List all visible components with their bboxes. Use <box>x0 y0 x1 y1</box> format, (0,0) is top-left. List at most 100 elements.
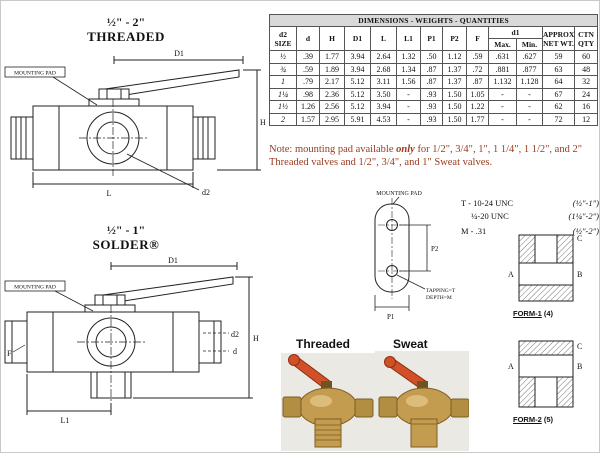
p2-label: P2 <box>431 245 439 253</box>
form2-horizontal-passage <box>518 354 574 378</box>
col-subheader-min: Min. <box>516 38 543 51</box>
table-cell: 1.37 <box>442 75 467 89</box>
spec-label: ¼-20 UNC <box>471 211 509 221</box>
col-header-f: F <box>466 26 489 51</box>
table-cell: 1 <box>269 75 297 89</box>
col-header-p2: P2 <box>442 26 467 51</box>
col-header-l1: L1 <box>396 26 421 51</box>
col-subheader-max: Max. <box>488 38 517 51</box>
tapping-label-line1: TAPPING=T <box>426 288 456 294</box>
p1-dimension-line <box>374 295 410 311</box>
table-cell: 60 <box>573 50 599 64</box>
spec-label: T - 10-24 UNC <box>461 198 514 208</box>
form1-qty: (4) <box>543 309 554 318</box>
table-cell: .87 <box>466 75 489 89</box>
threaded-valve-drawing: D1 <box>4 49 266 198</box>
table-cell: .87 <box>420 75 443 89</box>
threaded-valve-photo <box>281 353 375 451</box>
table-cell: 16 <box>573 100 599 114</box>
table-cell: - <box>488 100 517 114</box>
threaded-title: THREADED <box>87 29 165 44</box>
table-cell: 3.94 <box>370 100 397 114</box>
h-label: H <box>253 334 259 343</box>
table-cell: 2.56 <box>319 100 345 114</box>
table-cell: 1.32 <box>396 50 421 64</box>
mounting-pad-callout-box <box>4 280 66 292</box>
table-cell: - <box>396 112 421 126</box>
d2-label: d2 <box>231 330 239 339</box>
table-title: DIMENSIONS - WEIGHTS - QUANTITIES <box>268 14 599 27</box>
table-cell: .93 <box>420 100 443 114</box>
valve-stem <box>417 381 428 392</box>
valve-body-outline <box>10 99 216 176</box>
table-cell: ¾ <box>269 62 297 76</box>
form2-qty: (5) <box>543 415 554 424</box>
solder-size-label: ½" - 1" <box>106 223 146 237</box>
table-cell: 2.64 <box>370 50 397 64</box>
l-dimension-line <box>32 172 194 188</box>
left-port <box>378 396 398 418</box>
table-cell: .50 <box>420 50 443 64</box>
table-cell: 1.132 <box>488 75 517 89</box>
table-cell: .627 <box>516 50 543 64</box>
table-cell: 1.05 <box>466 87 489 101</box>
table-cell: 1.89 <box>319 62 345 76</box>
l1-label: L1 <box>61 416 70 425</box>
valve-handle-outline <box>88 69 240 107</box>
mounting-pad-callout-box <box>4 66 66 78</box>
table-cell: 1.12 <box>442 50 467 64</box>
table-cell: 1.50 <box>442 112 467 126</box>
table-cell: - <box>488 112 517 126</box>
spec-range: (1¼"-2") <box>568 211 599 221</box>
table-cell: 72 <box>542 112 575 126</box>
table-cell: 1.34 <box>396 62 421 76</box>
h-dimension-line <box>133 276 253 399</box>
thread-spec-row: ¼-20 UNC (1¼"-2") <box>461 211 599 221</box>
d1-dimension-line <box>113 56 244 64</box>
solder-title: SOLDER® <box>92 237 160 252</box>
valve-body-outline <box>4 305 222 413</box>
table-cell: 67 <box>542 87 575 101</box>
table-cell: 2.95 <box>319 112 345 126</box>
col-header-h: H <box>319 26 345 51</box>
note-text: Note: mounting pad available only for 1/… <box>269 143 599 170</box>
tapping-label-line2: DEPTH=M <box>426 295 452 301</box>
table-cell: - <box>516 87 543 101</box>
d1-dimension-line <box>110 262 238 270</box>
table-cell: .72 <box>466 62 489 76</box>
form1-name: FORM-1 <box>513 309 542 318</box>
form1-port-a-label: A <box>508 270 514 279</box>
table-cell: - <box>488 87 517 101</box>
table-cell: 64 <box>542 75 575 89</box>
table-cell: 63 <box>542 62 575 76</box>
table-cell: 5.12 <box>344 100 371 114</box>
form1-flow-diagram: C A B <box>508 234 582 302</box>
table-cell: 1.50 <box>442 87 467 101</box>
table-cell: .877 <box>516 62 543 76</box>
form2-port-c-label: C <box>577 342 582 351</box>
table-cell: 1.22 <box>466 100 489 114</box>
table-cell: .87 <box>420 62 443 76</box>
dimensions-table: DIMENSIONS - WEIGHTS - QUANTITIES d2 SIZ… <box>268 14 599 126</box>
col-header-p1: P1 <box>420 26 443 51</box>
table-cell: .79 <box>296 75 320 89</box>
sweat-valve-photo <box>375 351 469 451</box>
table-cell: 1.50 <box>442 100 467 114</box>
table-cell: 48 <box>573 62 599 76</box>
spec-range: (½"-1") <box>572 198 599 208</box>
f-label: F <box>7 349 12 358</box>
table-cell: 3.94 <box>344 50 371 64</box>
spec-range: (½"-2") <box>572 226 599 236</box>
col-header-weight: APPROX. NET WT. <box>542 26 575 51</box>
p2-dimension-line <box>399 224 431 272</box>
right-port <box>354 398 374 418</box>
table-cell: 32 <box>573 75 599 89</box>
thread-spec-row: M - .31 (½"-2") <box>461 226 599 236</box>
table-cell: - <box>396 87 421 101</box>
mounting-pad-label: MOUNTING PAD <box>14 71 56 77</box>
